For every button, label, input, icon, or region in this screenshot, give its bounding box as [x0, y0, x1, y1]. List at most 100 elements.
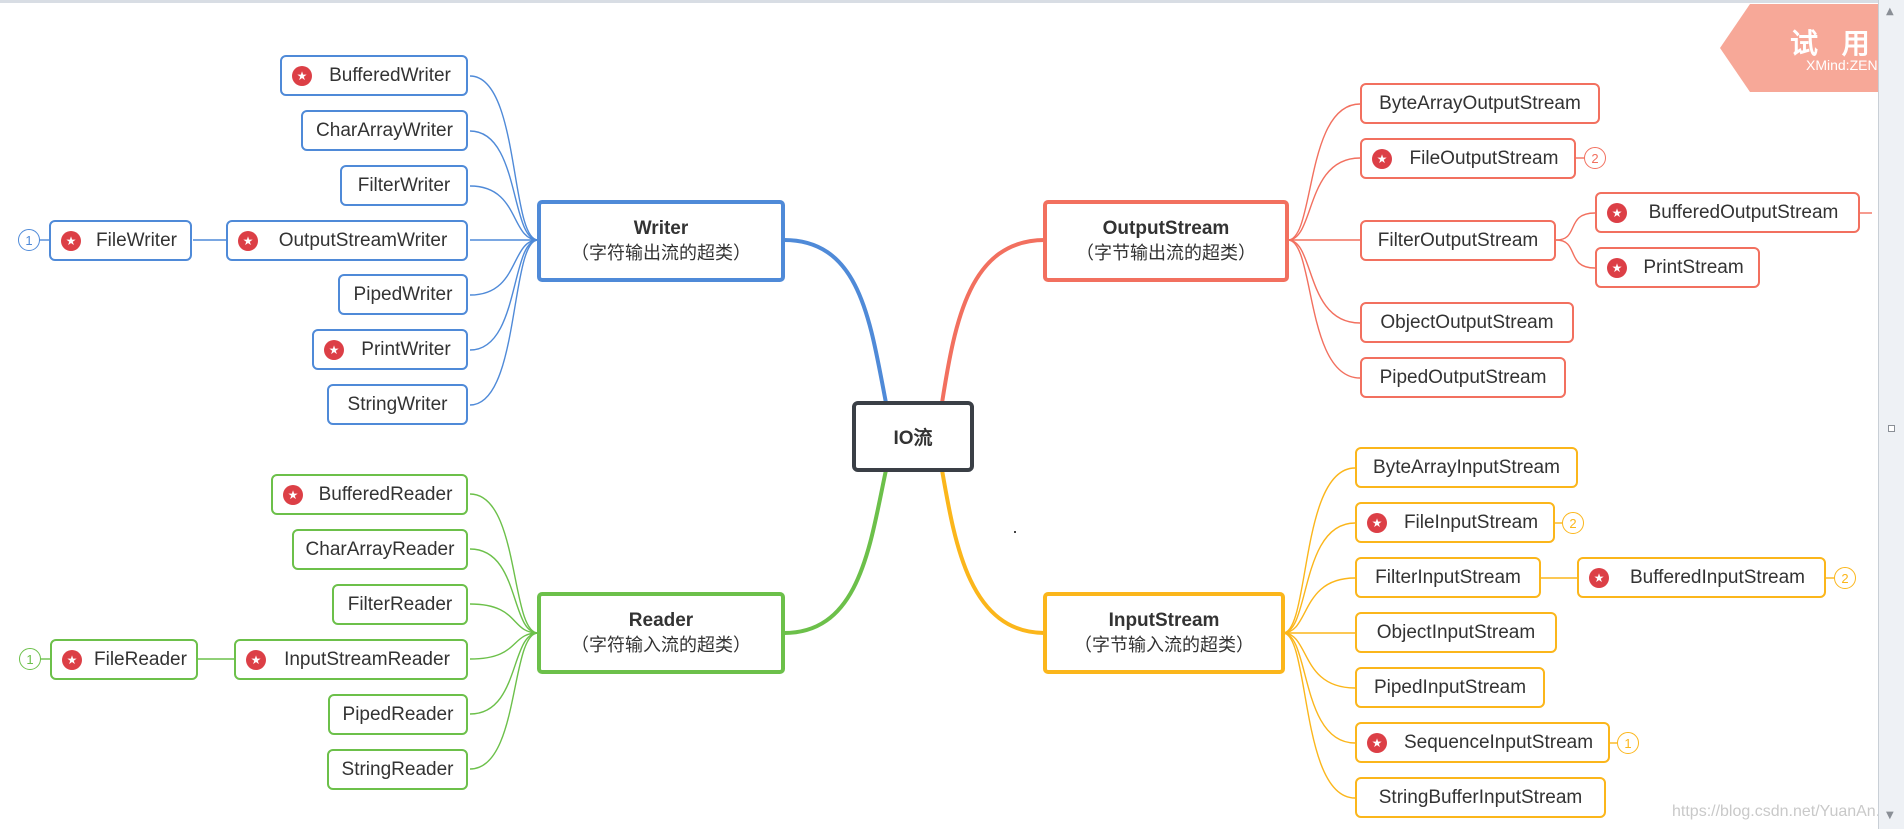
node-stringbufferinputstream[interactable]: StringBufferInputStream — [1355, 777, 1606, 818]
node-label: FileInputStream — [1403, 511, 1539, 533]
node-sequenceinputstream[interactable]: ★ SequenceInputStream — [1355, 722, 1610, 763]
root-node-io[interactable]: IO流 — [852, 401, 974, 472]
node-label: ByteArrayOutputStream — [1379, 92, 1581, 114]
node-label: CharArrayReader — [305, 538, 455, 560]
output-subtitle: （字节输出流的超类） — [1076, 243, 1256, 263]
badge-label: 2 — [1591, 150, 1599, 166]
star-icon: ★ — [61, 230, 81, 251]
node-label: StringWriter — [347, 393, 448, 415]
node-stringreader[interactable]: StringReader — [327, 749, 468, 790]
star-icon: ★ — [292, 65, 312, 86]
reader-title: Reader — [628, 610, 694, 631]
node-pipedreader[interactable]: PipedReader — [328, 694, 468, 735]
node-label: PipedInputStream — [1373, 676, 1527, 698]
node-reader[interactable]: Reader （字符输入流的超类） — [537, 592, 785, 674]
node-label: FilterWriter — [357, 174, 451, 196]
node-label: SequenceInputStream — [1403, 731, 1594, 753]
node-objectinputstream[interactable]: ObjectInputStream — [1355, 612, 1557, 653]
node-label: FilterInputStream — [1375, 566, 1521, 588]
count-badge[interactable]: 1 — [19, 648, 41, 670]
node-label: ObjectInputStream — [1376, 621, 1536, 643]
input-subtitle: （字节输入流的超类） — [1074, 635, 1254, 655]
node-bytearrayoutputstream[interactable]: ByteArrayOutputStream — [1360, 83, 1600, 124]
writer-title: Writer — [633, 218, 689, 239]
star-icon: ★ — [1589, 567, 1609, 588]
node-label: BufferedInputStream — [1630, 566, 1805, 588]
node-label: FilterReader — [347, 593, 453, 615]
node-fileoutputstream[interactable]: ★FileOutputStream — [1360, 138, 1576, 179]
input-title: InputStream — [1108, 610, 1220, 631]
scroll-down-icon[interactable]: ▼ — [1886, 810, 1894, 821]
node-inputstream[interactable]: InputStream （字节输入流的超类） — [1043, 592, 1285, 674]
star-icon: ★ — [62, 649, 82, 670]
node-label: PipedReader — [342, 703, 454, 725]
root-label: IO流 — [893, 428, 933, 449]
node-pipedwriter[interactable]: PipedWriter — [338, 274, 468, 315]
star-icon: ★ — [246, 649, 266, 670]
star-icon: ★ — [238, 230, 258, 251]
node-filereader[interactable]: ★ FileReader — [50, 639, 198, 680]
vertical-scrollbar[interactable]: ▲ ▼ — [1878, 0, 1904, 829]
badge-label: 1 — [26, 651, 34, 667]
node-filteroutputstream[interactable]: FilterOutputStream — [1360, 220, 1556, 261]
star-icon: ★ — [1367, 512, 1387, 533]
node-label: BufferedOutputStream — [1648, 201, 1839, 223]
node-outputstream[interactable]: OutputStream （字节输出流的超类） — [1043, 200, 1289, 282]
star-icon: ★ — [1607, 257, 1627, 278]
count-badge[interactable]: 2 — [1834, 567, 1856, 589]
node-label: InputStreamReader — [284, 648, 450, 670]
node-outputstreamwriter[interactable]: ★OutputStreamWriter — [226, 220, 468, 261]
scroll-thumb[interactable] — [1888, 425, 1895, 432]
node-label: CharArrayWriter — [316, 119, 453, 141]
node-pipedinputstream[interactable]: PipedInputStream — [1355, 667, 1545, 708]
node-fileinputstream[interactable]: ★ FileInputStream — [1355, 502, 1555, 543]
node-writer[interactable]: Writer （字符输出流的超类） — [537, 200, 785, 282]
writer-subtitle: （字符输出流的超类） — [571, 243, 751, 263]
node-label: ByteArrayInputStream — [1373, 456, 1560, 478]
window-top-border — [0, 0, 1904, 3]
canvas-dot — [1014, 531, 1016, 533]
node-printwriter[interactable]: ★PrintWriter — [312, 329, 468, 370]
node-label: BufferedReader — [318, 483, 453, 505]
node-label: PrintStream — [1643, 256, 1744, 278]
count-badge[interactable]: 1 — [18, 229, 40, 251]
node-objectoutputstream[interactable]: ObjectOutputStream — [1360, 302, 1574, 343]
trial-watermark — [1720, 4, 1880, 92]
star-icon: ★ — [1607, 202, 1627, 223]
node-label: FileWriter — [96, 229, 177, 251]
count-badge[interactable]: 2 — [1562, 512, 1584, 534]
node-chararrayreader[interactable]: CharArrayReader — [292, 529, 468, 570]
node-filterreader[interactable]: FilterReader — [332, 584, 468, 625]
count-badge[interactable]: 1 — [1617, 732, 1639, 754]
node-filterwriter[interactable]: FilterWriter — [340, 165, 468, 206]
node-label: FileReader — [94, 648, 187, 670]
node-stringwriter[interactable]: StringWriter — [327, 384, 468, 425]
node-label: BufferedWriter — [329, 64, 451, 86]
node-label: PipedOutputStream — [1379, 366, 1547, 388]
badge-label: 1 — [25, 232, 33, 248]
badge-label: 1 — [1624, 735, 1632, 751]
count-badge[interactable]: 2 — [1584, 147, 1606, 169]
node-pipedoutputstream[interactable]: PipedOutputStream — [1360, 357, 1566, 398]
star-icon: ★ — [1367, 732, 1387, 753]
node-bufferedinputstream[interactable]: ★ BufferedInputStream — [1577, 557, 1826, 598]
node-label: StringReader — [341, 758, 454, 780]
node-bufferedreader[interactable]: ★BufferedReader — [271, 474, 468, 515]
reader-subtitle: （字符输入流的超类） — [571, 635, 751, 655]
node-label: ObjectOutputStream — [1380, 311, 1554, 333]
node-filterinputstream[interactable]: FilterInputStream — [1355, 557, 1541, 598]
node-chararraywriter[interactable]: CharArrayWriter — [301, 110, 468, 151]
badge-label: 2 — [1569, 515, 1577, 531]
node-bytearrayinputstream[interactable]: ByteArrayInputStream — [1355, 447, 1578, 488]
output-title: OutputStream — [1102, 218, 1230, 239]
node-bufferedoutputstream[interactable]: ★ BufferedOutputStream — [1595, 192, 1860, 233]
node-filewriter[interactable]: ★ FileWriter — [49, 220, 192, 261]
badge-label: 2 — [1841, 570, 1849, 586]
node-printstream[interactable]: ★ PrintStream — [1595, 247, 1760, 288]
node-label: StringBufferInputStream — [1378, 786, 1583, 808]
node-bufferedwriter[interactable]: ★ BufferedWriter — [280, 55, 468, 96]
scroll-up-icon[interactable]: ▲ — [1886, 6, 1894, 17]
node-inputstreamreader[interactable]: ★ InputStreamReader — [234, 639, 468, 680]
